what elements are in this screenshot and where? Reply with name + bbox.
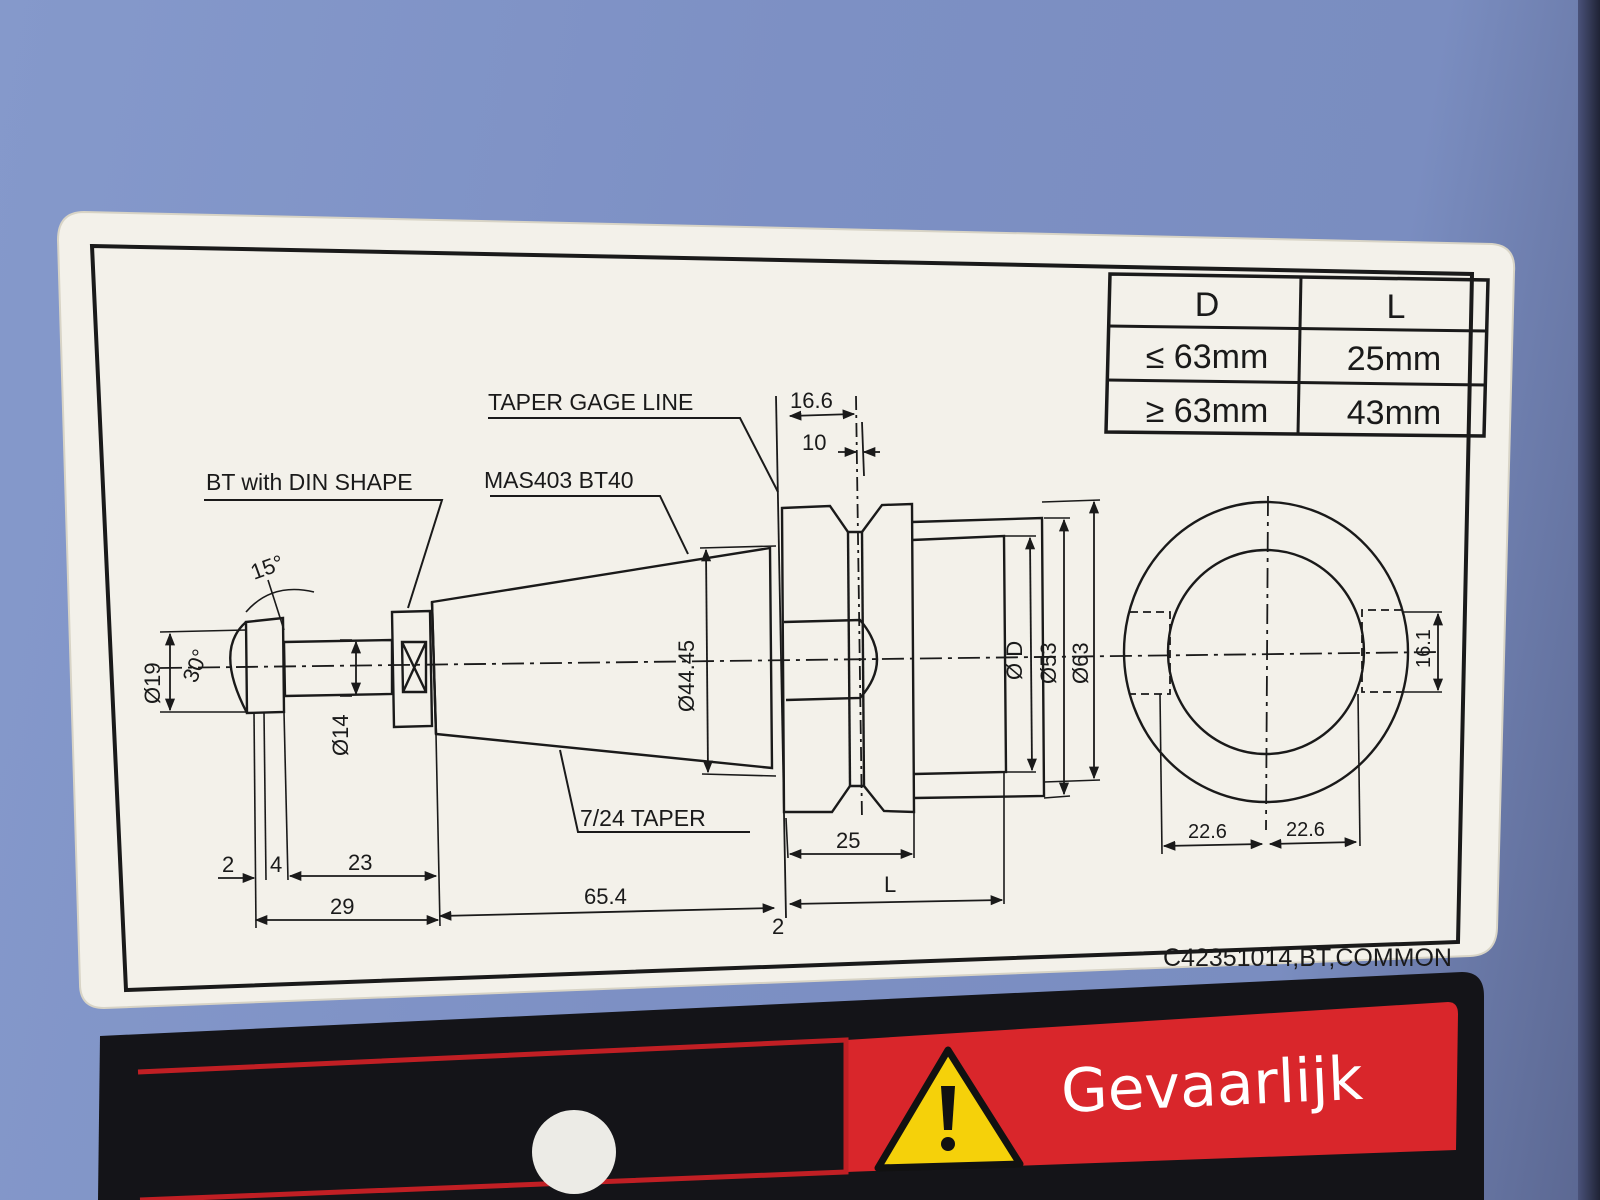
dim-2a: 2 <box>222 852 234 877</box>
dimension-lines <box>164 409 1100 926</box>
table-header-l: L <box>1387 288 1406 326</box>
dim-23: 23 <box>348 850 372 875</box>
taper-gage-line-label: TAPER GAGE LINE <box>488 389 693 415</box>
warning-left-frame <box>137 1037 849 1200</box>
dim-16-6: 16.6 <box>790 388 833 413</box>
table-cell-l-2: 43mm <box>1347 394 1441 432</box>
label-border <box>89 243 1475 993</box>
label-paper <box>56 210 1516 1010</box>
extension-lines <box>159 499 1101 929</box>
dim-16-1: 16.1 <box>1413 629 1435 668</box>
dim-25: 25 <box>836 828 860 853</box>
bt-din-shape-label: BT with DIN SHAPE <box>206 469 413 495</box>
warning-text: Gevaarlijk <box>1060 1044 1365 1127</box>
spec-table <box>1104 272 1490 438</box>
flange-centerline <box>855 395 863 821</box>
dim-10: 10 <box>802 430 826 455</box>
cabinet-edge <box>1578 0 1600 1200</box>
dim-2b: 2 <box>772 914 784 939</box>
table-header-d: D <box>1195 286 1220 324</box>
sticker-hole <box>532 1110 616 1194</box>
pull-stud <box>229 609 434 729</box>
table-cell-d-1: ≤ 63mm <box>1146 338 1269 376</box>
table-cell-d-2: ≥ 63mm <box>1146 392 1269 430</box>
table-cell-l-1: 25mm <box>1347 340 1441 378</box>
mas403-label: MAS403 BT40 <box>484 467 634 493</box>
dim-dia63: Ø63 <box>1068 642 1093 684</box>
dim-dia53: Ø53 <box>1036 642 1061 684</box>
warning-triangle-icon <box>874 1046 1024 1172</box>
center-line <box>159 651 1441 669</box>
dim-dia19: Ø19 <box>140 662 165 704</box>
dim-29: 29 <box>330 894 354 919</box>
gage-line <box>775 395 787 919</box>
taper-ratio-label: 7/24 TAPER <box>580 805 706 831</box>
dim-dia-d: Ø D <box>1002 641 1027 680</box>
dim-4: 4 <box>270 852 282 877</box>
part-code: C42351014,BT,COMMON <box>1163 944 1452 972</box>
dim-22-6-left: 22.6 <box>1188 821 1227 843</box>
dim-dia44-45: Ø44.45 <box>674 640 699 712</box>
taper-shank <box>430 546 774 770</box>
ring-view <box>1122 495 1444 855</box>
dim-dia14: Ø14 <box>328 714 353 756</box>
dim-65-4: 65.4 <box>584 884 627 909</box>
dim-22-6-right: 22.6 <box>1286 819 1325 841</box>
dim-l: L <box>884 872 896 897</box>
callout-leaders <box>204 417 779 833</box>
